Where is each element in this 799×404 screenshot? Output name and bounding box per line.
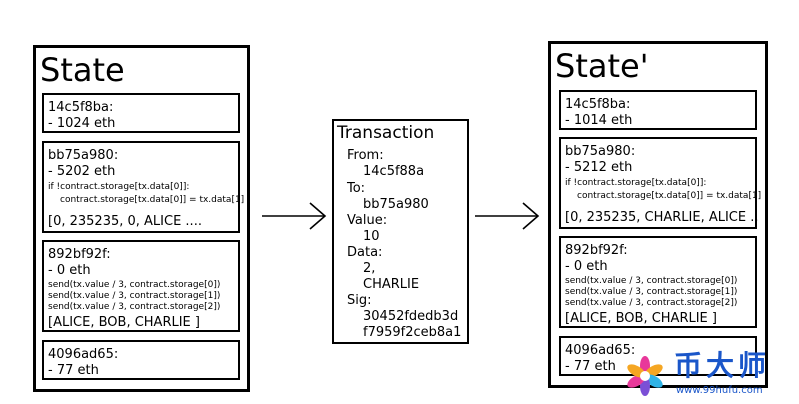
account-892bf92f: 892bf92f: - 0 eth send(tx.value / 3, con… — [42, 240, 240, 332]
contract-code-line: send(tx.value / 3, contract.storage[0]) — [48, 280, 221, 290]
account-address: 892bf92f: — [48, 247, 111, 262]
account-address: bb75a980: — [48, 148, 119, 163]
account-balance: - 0 eth — [48, 263, 91, 278]
transaction-box: Transaction From: 14c5f88a To: bb75a980 … — [332, 119, 469, 344]
watermark-brand: 币大师 — [674, 349, 771, 382]
account-balance: - 5202 eth — [48, 164, 116, 179]
contract-storage: [ALICE, BOB, CHARLIE ] — [48, 315, 200, 330]
account-balance: - 5212 eth — [565, 160, 633, 175]
contract-storage: [0, 235235, 0, ALICE .... — [48, 214, 202, 229]
state-prime-box: State' 14c5f8ba: - 1014 eth bb75a980: - … — [548, 41, 768, 388]
account-bb75a980: bb75a980: - 5202 eth if !contract.storag… — [42, 141, 244, 233]
state-prime-title: State' — [555, 47, 649, 85]
watermark-url: www.99hufu.com — [676, 385, 763, 396]
contract-code-line: contract.storage[tx.data[0]] = tx.data[1… — [577, 191, 762, 201]
tx-data-label: Data: — [347, 245, 383, 260]
contract-code-line: send(tx.value / 3, contract.storage[1]) — [565, 287, 738, 297]
flower-logo-icon — [627, 356, 663, 396]
watermark: 币大师 www.99hufu.com — [622, 350, 794, 402]
tx-value-label: Value: — [347, 213, 388, 228]
account-address: 4096ad65: — [48, 347, 119, 362]
contract-code-line: send(tx.value / 3, contract.storage[2]) — [565, 298, 738, 308]
account-address: 892bf92f: — [565, 243, 628, 258]
contract-code-line: if !contract.storage[tx.data[0]]: — [565, 178, 707, 188]
account-address: 14c5f8ba: — [48, 100, 114, 115]
tx-sig-value: f7959f2ceb8a1 — [363, 325, 462, 340]
tx-sig-value: 30452fdedb3d — [363, 309, 459, 324]
transaction-title: Transaction — [337, 123, 435, 143]
account-4096ad65: 4096ad65: - 77 eth — [42, 340, 240, 380]
tx-value-value: 10 — [363, 229, 380, 244]
account-balance: - 77 eth — [565, 359, 616, 374]
arrow-right-icon — [262, 202, 327, 230]
account-14c5f8ba: 14c5f8ba: - 1024 eth — [42, 93, 240, 133]
account-address: 14c5f8ba: — [565, 97, 631, 112]
account-14c5f8ba: 14c5f8ba: - 1014 eth — [559, 90, 757, 130]
tx-to-value: bb75a980 — [363, 197, 429, 212]
contract-code-line: contract.storage[tx.data[0]] = tx.data[1… — [60, 195, 245, 205]
tx-data-value: 2, — [363, 261, 376, 276]
account-bb75a980: bb75a980: - 5212 eth if !contract.storag… — [559, 137, 761, 229]
account-address: 4096ad65: — [565, 343, 636, 358]
state-title: State — [40, 51, 125, 89]
account-balance: - 1024 eth — [48, 116, 116, 131]
contract-code-line: send(tx.value / 3, contract.storage[2]) — [48, 302, 221, 312]
account-address: bb75a980: — [565, 144, 636, 159]
contract-code-line: if !contract.storage[tx.data[0]]: — [48, 182, 190, 192]
contract-storage: [0, 235235, CHARLIE, ALICE .. — [565, 210, 759, 225]
arrow-right-icon — [475, 202, 540, 230]
tx-sig-label: Sig: — [347, 293, 372, 308]
tx-data-value: CHARLIE — [363, 277, 420, 292]
account-balance: - 0 eth — [565, 259, 608, 274]
account-balance: - 77 eth — [48, 363, 99, 378]
account-892bf92f: 892bf92f: - 0 eth send(tx.value / 3, con… — [559, 236, 757, 328]
contract-code-line: send(tx.value / 3, contract.storage[0]) — [565, 276, 738, 286]
tx-from-label: From: — [347, 148, 384, 163]
contract-code-line: send(tx.value / 3, contract.storage[1]) — [48, 291, 221, 301]
tx-from-value: 14c5f88a — [363, 164, 425, 179]
account-balance: - 1014 eth — [565, 113, 633, 128]
tx-to-label: To: — [347, 181, 366, 196]
contract-storage: [ALICE, BOB, CHARLIE ] — [565, 311, 717, 326]
state-box: State 14c5f8ba: - 1024 eth bb75a980: - 5… — [33, 45, 250, 392]
